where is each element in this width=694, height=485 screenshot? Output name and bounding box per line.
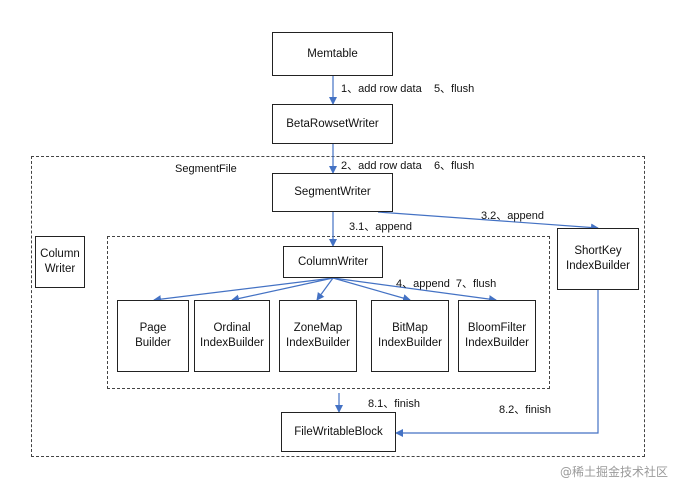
edge-label-memtable-to-beta: 1、add row data 5、flush	[341, 83, 475, 95]
arrow-column-to-bloomfilter	[332, 277, 497, 304]
file-writable-block-node: FileWritableBlock	[281, 412, 396, 452]
arrow-column-to-zonemap	[316, 277, 334, 301]
arrow-column-to-bitmap	[332, 277, 411, 302]
page-builder-node: Page Builder	[117, 300, 189, 372]
arrow-segment-to-shortkey	[377, 211, 599, 232]
edge-label-file-block-left: 8.1、finish	[368, 398, 420, 410]
zonemap-index-builder-node: ZoneMap IndexBuilder	[279, 300, 357, 372]
arrow-shortkey-to-file-block	[395, 290, 599, 437]
edge-label-segment-to-column: 3.1、append	[349, 221, 412, 233]
edge-label-segment-to-shortkey: 3.2、append	[481, 210, 544, 222]
segment-file-label: SegmentFile	[175, 163, 237, 175]
memtable-node: Memtable	[272, 32, 393, 76]
arrow-column-to-ordinal	[231, 277, 334, 303]
segment-file-group	[31, 156, 645, 457]
column-writer-node: ColumnWriter	[283, 246, 383, 278]
watermark-text: @稀土掘金技术社区	[560, 465, 669, 479]
column-writer-outer-node: Column Writer	[35, 236, 85, 288]
edge-label-beta-to-segment: 2、add row data 6、flush	[341, 160, 475, 172]
arrow-column-to-page	[153, 277, 334, 304]
ordinal-index-builder-node: Ordinal IndexBuilder	[194, 300, 270, 372]
bitmap-index-builder-node: BitMap IndexBuilder	[371, 300, 449, 372]
beta-rowset-writer-node: BetaRowsetWriter	[272, 104, 393, 144]
bloomfilter-index-builder-node: BloomFilter IndexBuilder	[458, 300, 536, 372]
segment-writer-node: SegmentWriter	[272, 173, 393, 212]
edge-label-column-to-builders: 4、append 7、flush	[396, 278, 497, 290]
edge-label-file-block-right: 8.2、finish	[499, 404, 551, 416]
column-writer-group	[107, 236, 550, 389]
shortkey-index-builder-node: ShortKey IndexBuilder	[557, 228, 639, 290]
